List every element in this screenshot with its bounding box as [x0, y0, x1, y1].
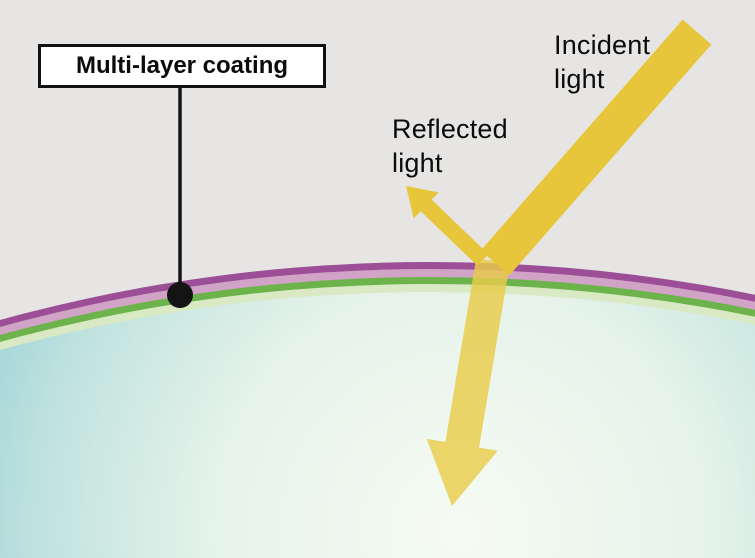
reflected-light-label: Reflected light — [392, 112, 508, 180]
reflected-light-label-line1: Reflected — [392, 114, 508, 144]
reflected-light-arrow — [406, 186, 489, 266]
incident-light-label-line1: Incident — [554, 30, 651, 60]
incident-light-label: Incident light — [554, 28, 650, 96]
coating-label: Multi-layer coating — [75, 52, 289, 79]
incident-light-beam — [480, 19, 712, 276]
transmitted-light-arrow — [426, 258, 510, 506]
lens-body — [0, 292, 755, 558]
incident-light-label-line2: light — [554, 64, 605, 95]
coating-label-box: Multi-layer coating — [38, 44, 326, 88]
coating-pointer-dot — [167, 282, 193, 308]
reflected-light-label-line2: light — [392, 148, 443, 179]
